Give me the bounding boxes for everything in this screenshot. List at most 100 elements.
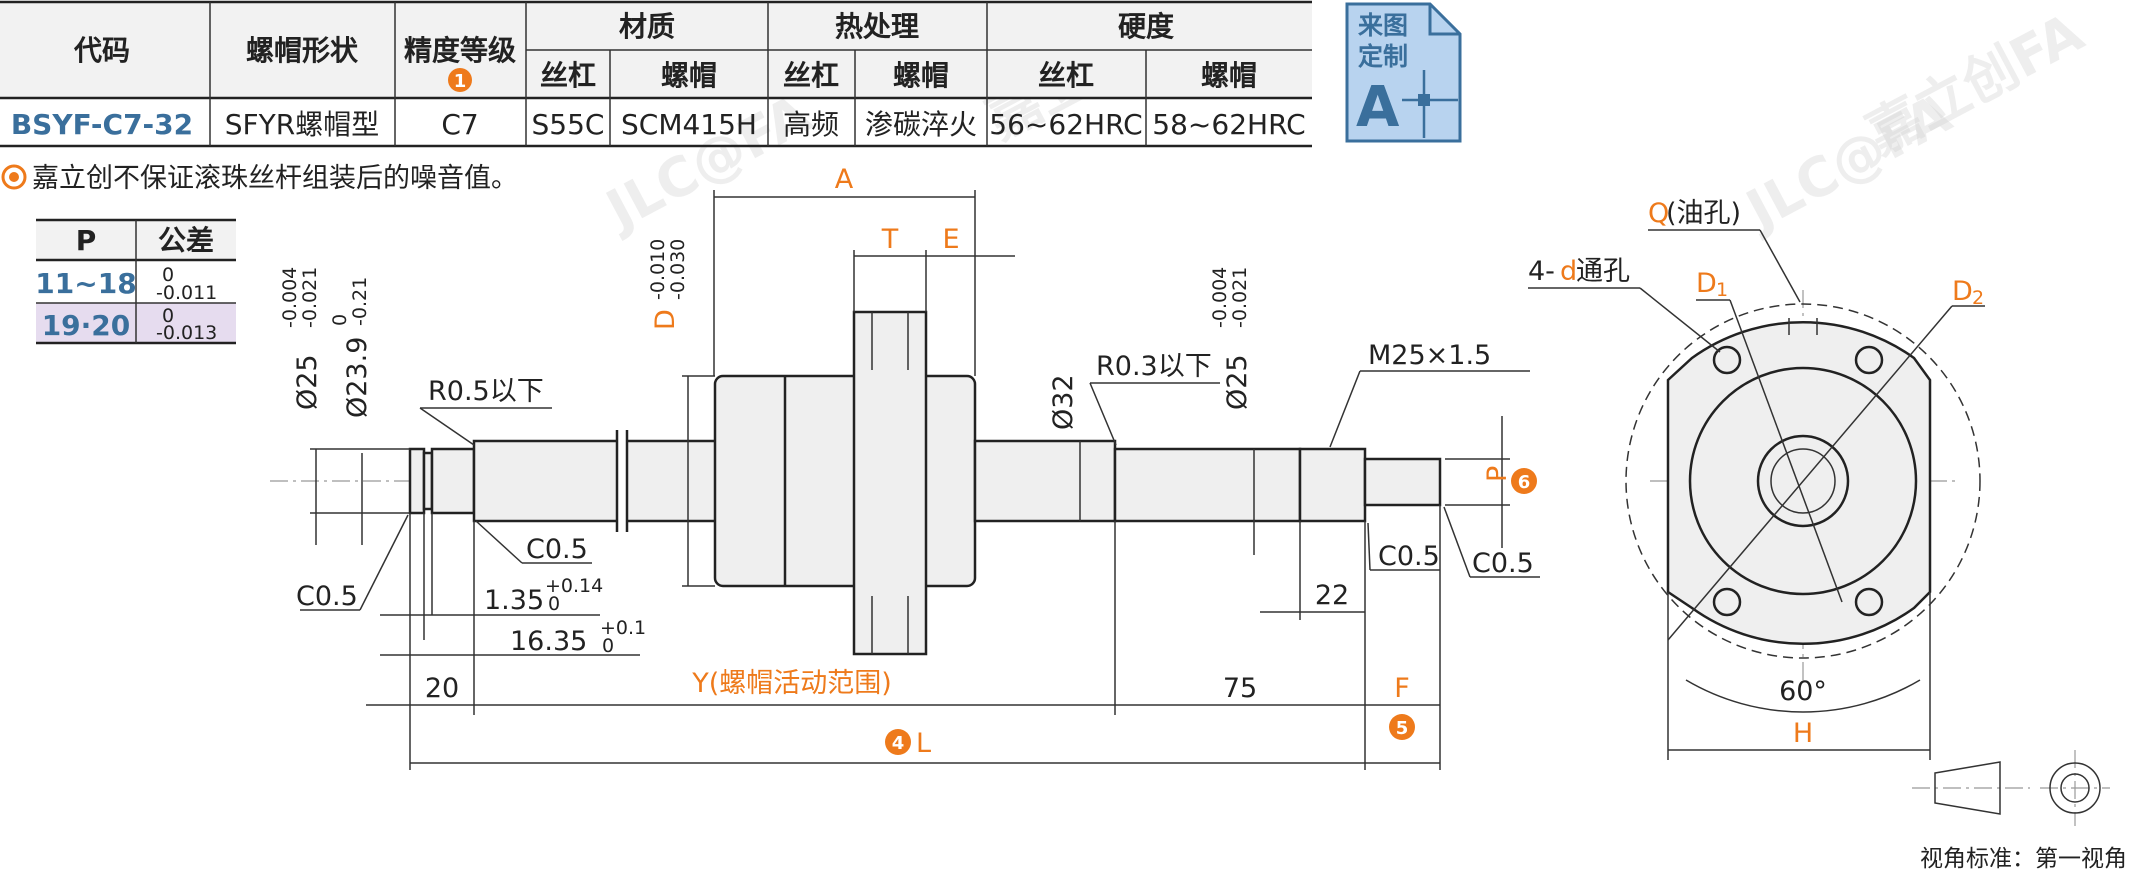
dim-F: F <box>1394 673 1410 704</box>
dim-phi25-left: Ø25 <box>292 354 323 410</box>
thread-m25 <box>1298 447 1367 523</box>
badge-6 <box>1511 468 1537 494</box>
dim-1-35-lower: 0 <box>548 593 560 615</box>
view-standard-label: 视角标准：第一视角 <box>1920 846 2127 872</box>
screw-thread-left <box>472 439 726 523</box>
dim-c05-right: C0.5 <box>1378 541 1440 572</box>
dim-D-upper: -0.010 <box>647 239 669 300</box>
tol-header-tolerance: 公差 <box>158 224 214 257</box>
tol-lower: -0.011 <box>156 282 217 304</box>
tol-header-p: P <box>76 224 97 257</box>
dim-phi23-9: Ø23.9 <box>342 337 373 418</box>
badge-4 <box>885 729 911 755</box>
badge-5 <box>1389 714 1415 740</box>
label-D1: D <box>1696 268 1717 299</box>
dim-P: P <box>1482 466 1513 482</box>
badge-1-label: 1 <box>454 71 467 92</box>
dim-phi25-left-upper: -0.004 <box>279 267 301 328</box>
dim-16-35-upper: +0.1 <box>600 617 646 639</box>
dim-phi23-9-upper: 0 <box>329 314 351 326</box>
cell-nut-shape: SFYR螺帽型 <box>225 108 379 141</box>
cell-code: BSYF-C7-32 <box>11 108 193 141</box>
noise-note: 嘉立创不保证滚珠丝杆组装后的噪音值。 <box>1 163 518 194</box>
dim-phi25-right-upper: -0.004 <box>1209 267 1231 328</box>
screw-thread-right <box>973 439 1117 523</box>
tolerance-table: P 公差 11~18 0 -0.011 19·20 0 -0.013 <box>35 218 236 345</box>
label-H: H <box>1793 718 1813 749</box>
screw-journal-right <box>1113 447 1302 523</box>
cell-material-nut: SCM415H <box>621 108 757 141</box>
subheader-nut: 螺帽 <box>661 59 717 92</box>
dim-T: T <box>881 224 899 255</box>
dim-20: 20 <box>425 673 459 704</box>
first-angle-projection-icon <box>1912 750 2110 826</box>
tol-p: 11~18 <box>35 267 136 300</box>
label-D2-sub: 2 <box>1972 287 1984 309</box>
dim-r05: R0.5以下 <box>428 376 544 407</box>
badge-6-label: 6 <box>1518 472 1531 493</box>
dim-E: E <box>942 224 959 255</box>
dim-1-35-upper: +0.14 <box>545 575 603 597</box>
nut-flange <box>852 310 928 656</box>
label-holes-d: d <box>1560 256 1577 287</box>
label-Q: Q <box>1648 198 1669 229</box>
screw-end-chamfer <box>408 447 426 515</box>
dim-A: A <box>835 164 854 195</box>
screw-journal-left <box>430 447 476 515</box>
badge-letter: A <box>1356 75 1400 140</box>
dim-75: 75 <box>1223 673 1257 704</box>
badge-4-label: 4 <box>892 733 905 754</box>
label-holes-prefix: 4- <box>1528 256 1555 287</box>
screw-end-right <box>1363 457 1442 507</box>
dim-phi32: Ø32 <box>1048 374 1079 430</box>
subheader-nut: 螺帽 <box>893 59 949 92</box>
flange-side-view: Q (油孔) 4- d 通孔 D 1 D 2 60° H <box>1528 198 1985 760</box>
badge-5-label: 5 <box>1396 718 1409 739</box>
dim-Y: Y(螺帽活动范围) <box>691 668 892 699</box>
label-angle: 60° <box>1779 676 1827 707</box>
subheader-screw: 丝杠 <box>1038 59 1094 92</box>
dim-1-35: 1.35 <box>484 585 544 616</box>
tol-upper: 0 <box>162 305 174 327</box>
tol-lower: -0.013 <box>156 322 217 344</box>
header-heat-treatment: 热处理 <box>835 10 919 43</box>
watermark-text: JLC@FA <box>1733 82 1961 243</box>
dim-L: L <box>916 728 931 759</box>
subheader-screw: 丝杠 <box>540 59 596 92</box>
dim-c05-left-end: C0.5 <box>296 581 358 612</box>
dim-22: 22 <box>1315 580 1349 611</box>
label-holes-suffix: 通孔 <box>1576 256 1630 287</box>
dim-r03: R0.3以下 <box>1096 351 1212 382</box>
header-accuracy: 精度等级 <box>404 34 516 67</box>
badge-line2: 定制 <box>1358 42 1408 71</box>
cell-heat-screw: 高频 <box>783 108 839 141</box>
label-D2: D <box>1952 276 1973 307</box>
cell-hardness-nut: 58~62HRC <box>1152 108 1305 141</box>
cell-hardness-screw: 56~62HRC <box>989 108 1142 141</box>
dim-phi23-9-lower: -0.21 <box>349 277 371 326</box>
dim-phi25-left-lower: -0.021 <box>299 267 321 328</box>
dim-16-35-lower: 0 <box>602 635 614 657</box>
cell-accuracy: C7 <box>441 108 478 141</box>
header-hardness: 硬度 <box>1118 10 1174 43</box>
custom-drawing-badge[interactable]: 来图 定制 A <box>1345 2 1462 143</box>
cell-material-screw: S55C <box>532 108 605 141</box>
note-text: 嘉立创不保证滚珠丝杆组装后的噪音值。 <box>32 163 518 194</box>
header-nut-shape: 螺帽形状 <box>246 34 359 67</box>
label-Q-note: (油孔) <box>1666 198 1741 229</box>
dim-m25: M25×1.5 <box>1368 340 1491 371</box>
mount-hole <box>1712 345 1742 375</box>
dim-phi25-right: Ø25 <box>1222 354 1253 410</box>
badge-1 <box>448 68 472 92</box>
dim-phi25-right-lower: -0.021 <box>1229 267 1251 328</box>
tol-upper: 0 <box>162 264 174 286</box>
nut-body <box>713 374 977 588</box>
subheader-nut: 螺帽 <box>1201 59 1257 92</box>
cell-heat-nut: 渗碳淬火 <box>865 108 977 141</box>
watermark-text: JLC@FA <box>593 82 821 243</box>
header-material: 材质 <box>619 10 675 43</box>
mount-hole <box>1712 587 1742 617</box>
mount-hole <box>1854 587 1884 617</box>
mount-hole <box>1854 345 1884 375</box>
